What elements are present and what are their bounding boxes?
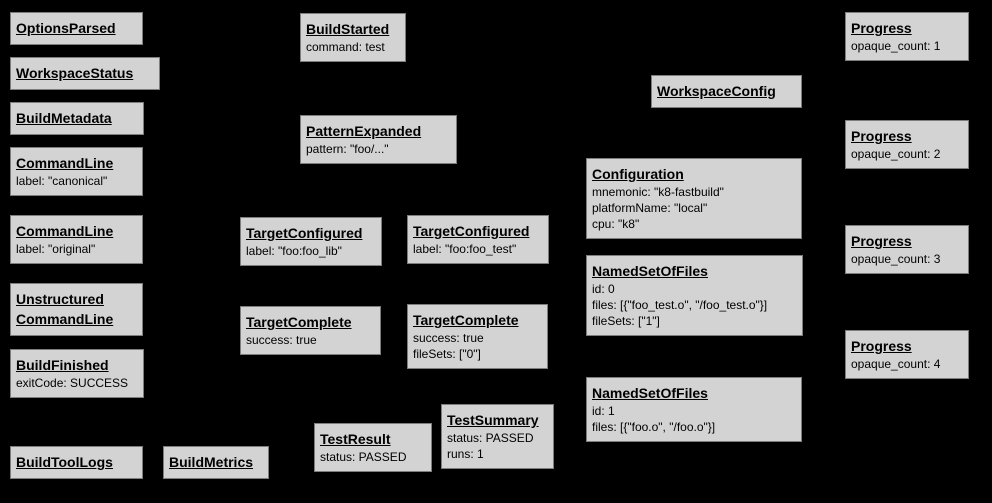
node-progress-1: Progress opaque_count: 1 bbox=[845, 12, 969, 61]
node-progress-2: Progress opaque_count: 2 bbox=[845, 120, 969, 169]
node-field: platformName: "local" bbox=[592, 201, 708, 215]
node-title: Progress bbox=[851, 128, 912, 144]
node-field: status: PASSED bbox=[447, 431, 534, 445]
node-title: WorkspaceStatus bbox=[16, 65, 134, 81]
node-title: TargetComplete bbox=[413, 312, 519, 328]
node-field: opaque_count: 4 bbox=[851, 357, 941, 371]
node-field: success: true bbox=[246, 333, 317, 347]
node-named-set-of-files-0: NamedSetOfFiles id: 0 files: [{"foo_test… bbox=[586, 255, 803, 336]
node-title: BuildFinished bbox=[16, 357, 109, 373]
node-build-tool-logs: BuildToolLogs bbox=[10, 446, 143, 479]
node-workspace-status: WorkspaceStatus bbox=[10, 57, 160, 90]
node-field: runs: 1 bbox=[447, 447, 484, 461]
node-title: TargetConfigured bbox=[413, 223, 530, 239]
node-title: Configuration bbox=[592, 166, 684, 182]
node-field: label: "canonical" bbox=[16, 174, 108, 188]
node-field: label: "foo:foo_lib" bbox=[246, 244, 342, 258]
node-title: NamedSetOfFiles bbox=[592, 263, 708, 279]
node-field: fileSets: ["1"] bbox=[592, 314, 660, 328]
node-field: opaque_count: 3 bbox=[851, 252, 941, 266]
node-title: CommandLine bbox=[16, 155, 114, 171]
node-command-line-canonical: CommandLine label: "canonical" bbox=[10, 147, 143, 196]
node-title: TestResult bbox=[320, 431, 391, 447]
node-target-configured-foo-lib: TargetConfigured label: "foo:foo_lib" bbox=[240, 217, 382, 266]
node-unstructured-command-line: Unstructured CommandLine bbox=[10, 283, 143, 336]
node-title: Progress bbox=[851, 20, 912, 36]
node-title: TestSummary bbox=[447, 412, 539, 428]
node-pattern-expanded: PatternExpanded pattern: "foo/..." bbox=[300, 115, 457, 164]
node-configuration: Configuration mnemonic: "k8-fastbuild" p… bbox=[586, 158, 802, 239]
node-build-metrics: BuildMetrics bbox=[163, 446, 269, 479]
node-target-configured-foo-test: TargetConfigured label: "foo:foo_test" bbox=[407, 215, 549, 264]
node-progress-4: Progress opaque_count: 4 bbox=[845, 330, 969, 379]
node-field: id: 0 bbox=[592, 282, 615, 296]
node-field: files: [{"foo_test.o", "/foo_test.o"}] bbox=[592, 298, 768, 312]
node-field: pattern: "foo/..." bbox=[306, 142, 389, 156]
node-title: Progress bbox=[851, 338, 912, 354]
node-test-summary: TestSummary status: PASSED runs: 1 bbox=[441, 404, 554, 469]
node-field: cpu: "k8" bbox=[592, 217, 640, 231]
node-field: exitCode: SUCCESS bbox=[16, 376, 129, 390]
node-field: label: "original" bbox=[16, 242, 96, 256]
node-target-complete-foo-test: TargetComplete success: true fileSets: [… bbox=[407, 304, 548, 369]
node-title: TargetComplete bbox=[246, 314, 352, 330]
node-field: opaque_count: 2 bbox=[851, 147, 941, 161]
node-title: NamedSetOfFiles bbox=[592, 385, 708, 401]
node-field: files: [{"foo.o", "/foo.o"}] bbox=[592, 420, 716, 434]
node-build-finished: BuildFinished exitCode: SUCCESS bbox=[10, 349, 144, 398]
node-command-line-original: CommandLine label: "original" bbox=[10, 215, 143, 264]
node-title: TargetConfigured bbox=[246, 225, 363, 241]
node-field: success: true bbox=[413, 331, 484, 345]
node-field: mnemonic: "k8-fastbuild" bbox=[592, 185, 724, 199]
node-field: status: PASSED bbox=[320, 450, 407, 464]
node-title: CommandLine bbox=[16, 223, 114, 239]
node-title: Unstructured CommandLine bbox=[16, 291, 114, 327]
node-field: label: "foo:foo_test" bbox=[413, 242, 517, 256]
node-title: WorkspaceConfig bbox=[657, 83, 776, 99]
node-field: command: test bbox=[306, 40, 385, 54]
node-options-parsed: OptionsParsed bbox=[10, 12, 143, 45]
node-test-result: TestResult status: PASSED bbox=[314, 423, 432, 472]
node-title: BuildMetrics bbox=[169, 454, 254, 470]
node-title: PatternExpanded bbox=[306, 123, 422, 139]
node-named-set-of-files-1: NamedSetOfFiles id: 1 files: [{"foo.o", … bbox=[586, 377, 802, 442]
node-progress-3: Progress opaque_count: 3 bbox=[845, 225, 969, 274]
node-title: BuildStarted bbox=[306, 21, 390, 37]
node-workspace-config: WorkspaceConfig bbox=[651, 75, 802, 108]
node-field: opaque_count: 1 bbox=[851, 39, 941, 53]
node-title: Progress bbox=[851, 233, 912, 249]
node-title: OptionsParsed bbox=[16, 20, 116, 36]
node-title: BuildMetadata bbox=[16, 110, 112, 126]
node-field: id: 1 bbox=[592, 404, 615, 418]
node-build-metadata: BuildMetadata bbox=[10, 102, 144, 135]
node-build-started: BuildStarted command: test bbox=[300, 13, 406, 62]
node-target-complete-foo-lib: TargetComplete success: true bbox=[240, 306, 381, 355]
node-field: fileSets: ["0"] bbox=[413, 347, 481, 361]
node-title: BuildToolLogs bbox=[16, 454, 113, 470]
